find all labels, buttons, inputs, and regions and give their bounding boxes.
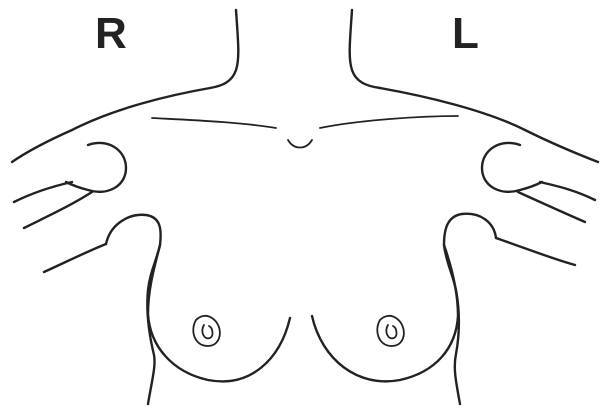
right-clavicle-line [152,118,276,128]
left-areola [377,316,404,346]
left-arm-bottom-line [496,238,575,265]
right-axilla-loop [66,143,126,192]
left-nipple [386,325,396,338]
sternal-notch-line [288,140,312,148]
right-breast-outline [148,245,290,381]
right-areola [193,316,220,346]
right-shoulder-line [12,88,210,162]
right-arm-lower-line [24,192,92,228]
left-axilla-loop [482,143,542,192]
left-arm-lower-line [518,192,585,222]
right-arm-bottom-line [44,244,106,272]
left-arm-upper-line [540,182,595,200]
left-breast-outline [312,245,458,381]
left-clavicle-line [320,116,458,128]
right-torso-side-line [106,215,161,404]
left-torso-side-line [444,214,496,404]
neck-left-line [350,10,380,88]
right-arm-upper-line [14,182,72,202]
right-nipple [202,325,212,338]
neck-right-line [210,10,238,88]
